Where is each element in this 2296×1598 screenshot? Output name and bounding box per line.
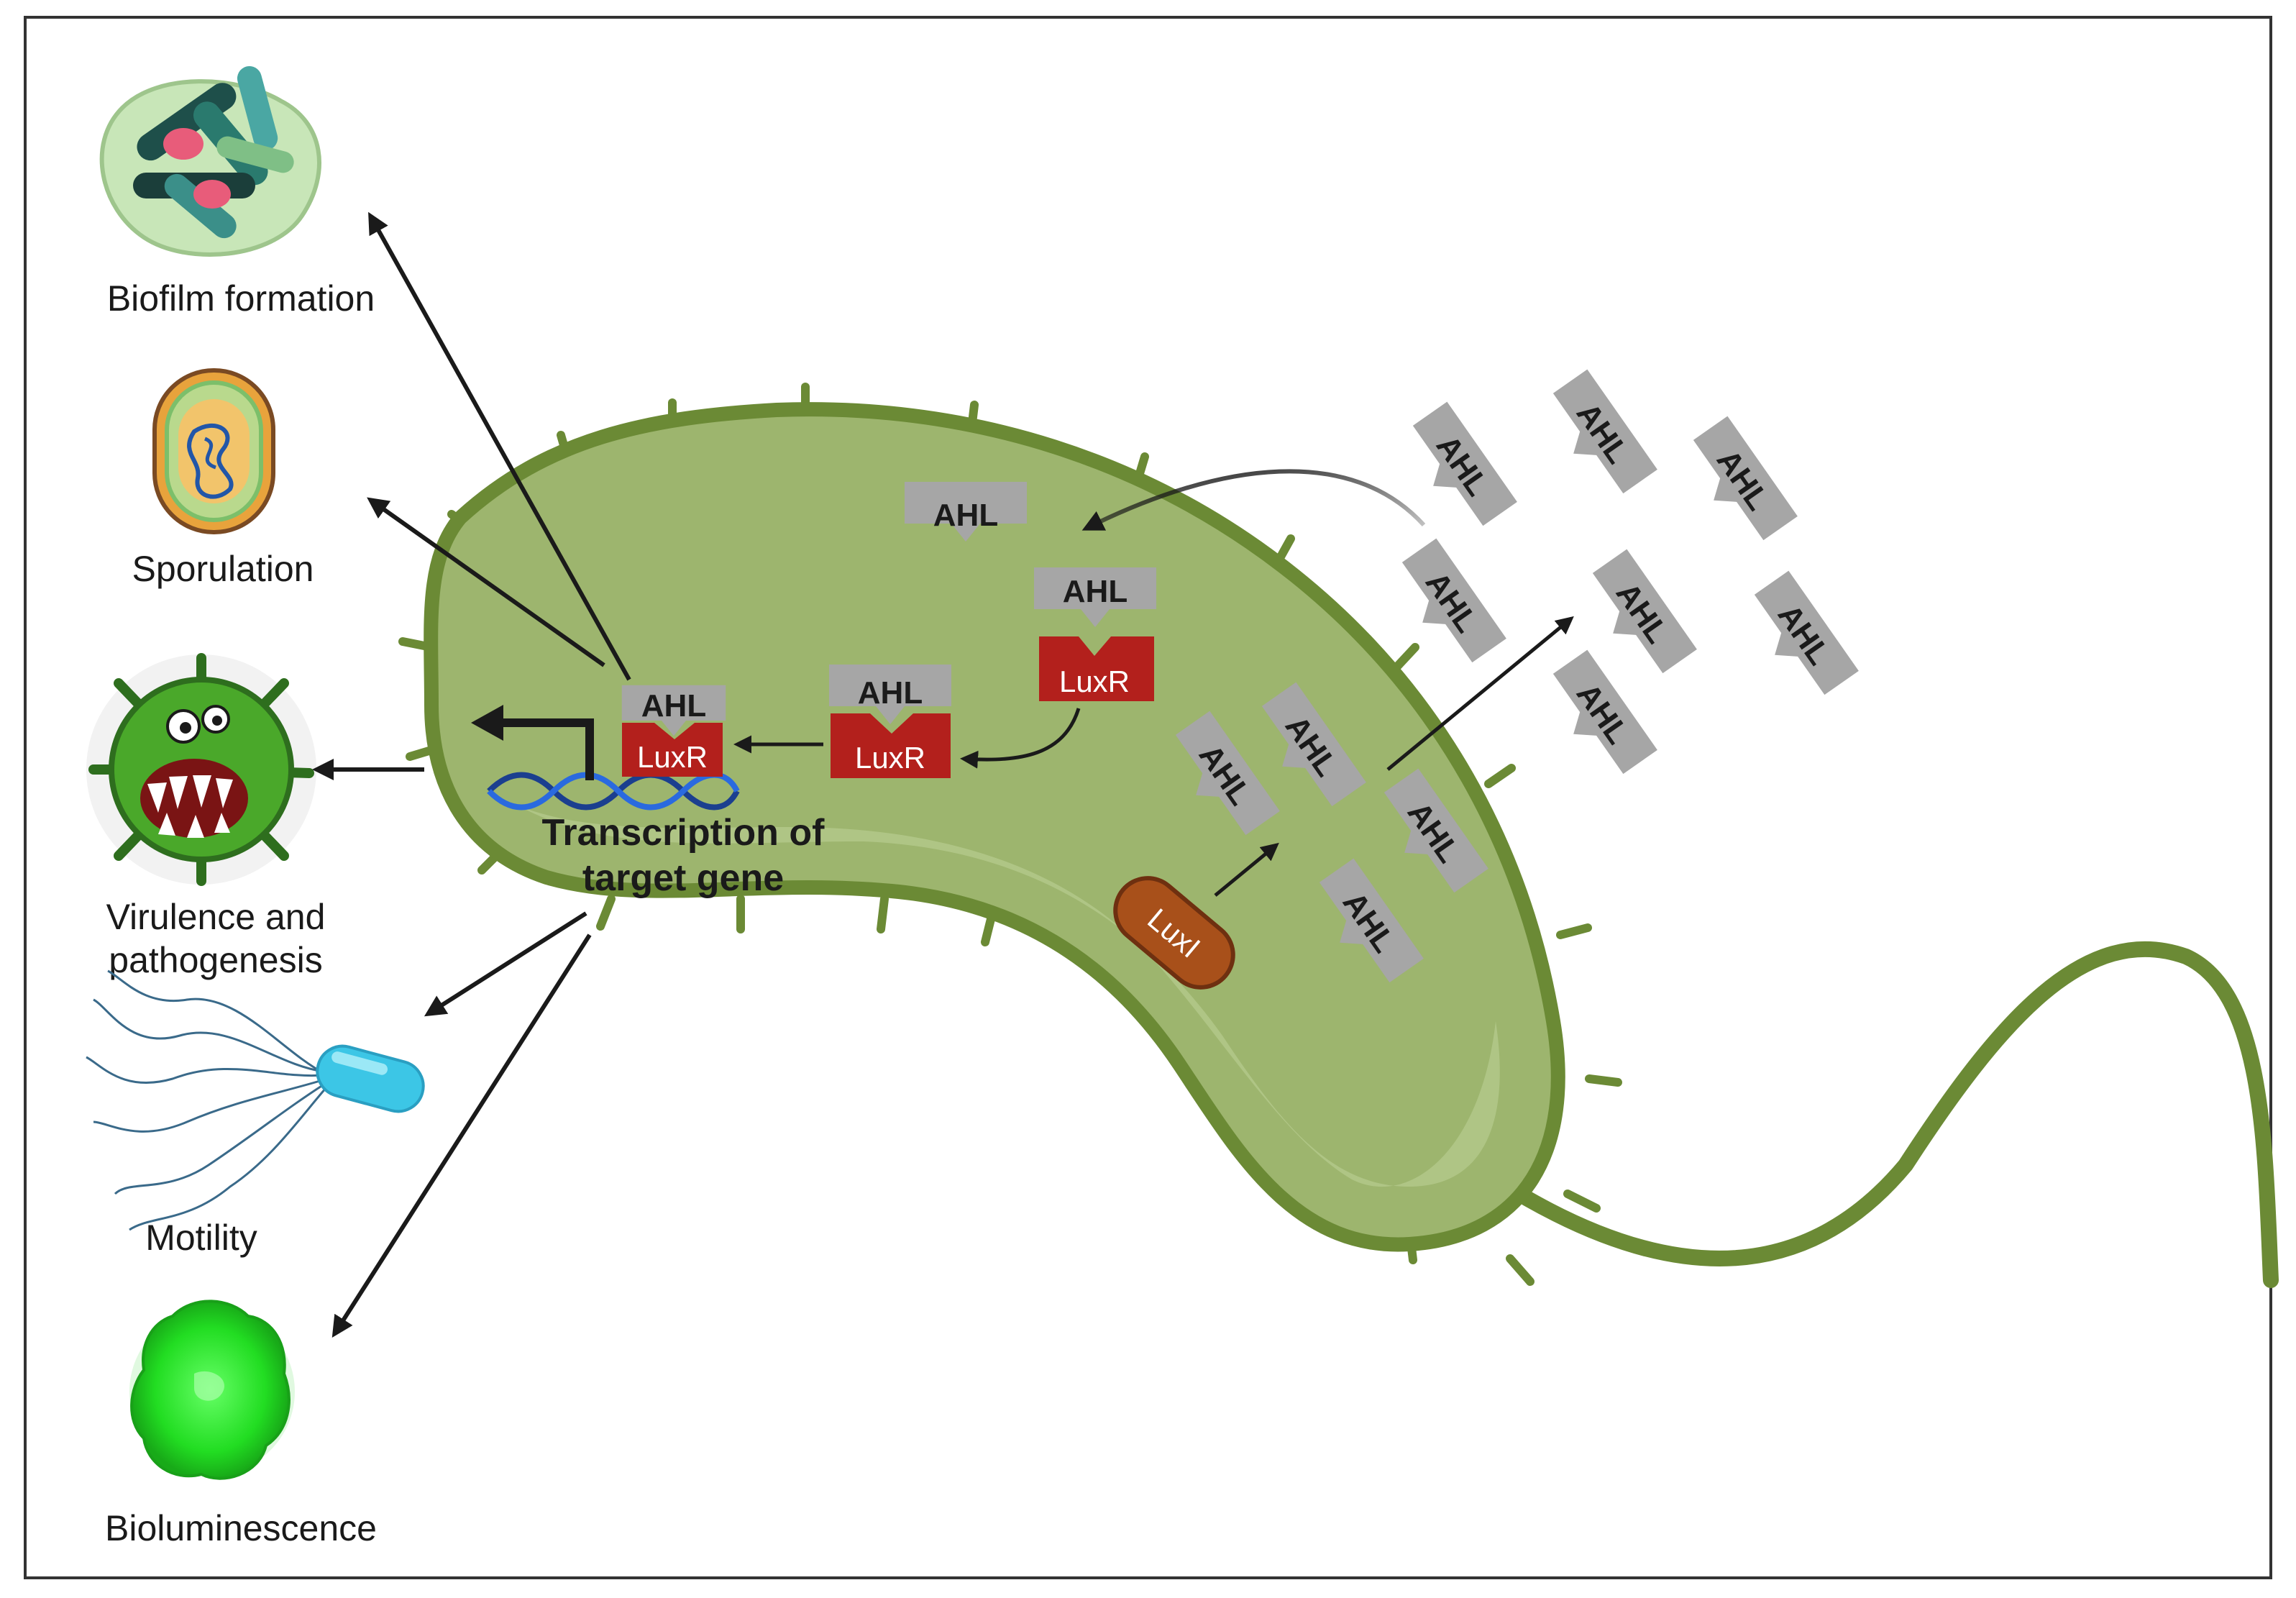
ahl-outside-3: AHL <box>1678 416 1798 551</box>
luxi-enzyme: LuxI <box>1113 876 1235 990</box>
luxr-complex-middle: AHL LuxR <box>829 665 951 778</box>
ahl-outside-7: AHL <box>1538 649 1657 785</box>
virulence-icon <box>86 653 316 886</box>
luxr-label: LuxR <box>1059 665 1130 698</box>
arrow-to-bioluminescence <box>331 933 592 1338</box>
luxr-label: LuxR <box>855 741 925 775</box>
ahl-label: AHL <box>641 688 706 723</box>
ahl-outside-6: AHL <box>1739 570 1859 706</box>
transcription-start-arrow <box>503 718 594 780</box>
virulence-label-line2: pathogenesis <box>109 940 322 980</box>
motility-label: Motility <box>145 1218 257 1258</box>
luxr-complex-dna: AHL LuxR <box>621 685 726 777</box>
bioluminescence-label: Bioluminescence <box>105 1508 377 1548</box>
pathway-arrows <box>733 469 1574 897</box>
ahl-label: AHL <box>858 675 923 711</box>
sporulation-icon <box>152 368 275 534</box>
arrow-to-motility <box>424 911 587 1017</box>
transcription-arrowhead <box>471 705 503 741</box>
arrow-to-sporulation <box>367 497 605 667</box>
luxr-label: LuxR <box>637 740 708 774</box>
luxr-complex-upper: AHL LuxR <box>1034 567 1156 701</box>
outcome-arrows <box>312 211 631 1338</box>
figure-frame <box>24 16 2272 1579</box>
bacterial-cell <box>424 402 1565 1252</box>
flagellum <box>1488 941 2279 1288</box>
transcription-label-line2: target gene <box>582 857 784 899</box>
arrow-to-biofilm <box>368 211 631 681</box>
ahl-free-inside: AHL <box>905 482 1027 542</box>
ahl-outside-2: AHL <box>1538 369 1657 504</box>
biofilm-label: Biofilm formation <box>107 278 375 319</box>
ahl-label: AHL <box>933 498 998 533</box>
dna-helix <box>487 772 740 811</box>
motility-icon <box>86 969 425 1231</box>
ahl-label: AHL <box>1063 574 1128 609</box>
virulence-label-line1: Virulence and <box>106 897 326 937</box>
transcription-label-line1: Transcription of <box>542 812 825 854</box>
bioluminescence-icon <box>129 1300 295 1480</box>
biofilm-icon <box>99 65 321 257</box>
sporulation-label: Sporulation <box>132 549 314 589</box>
